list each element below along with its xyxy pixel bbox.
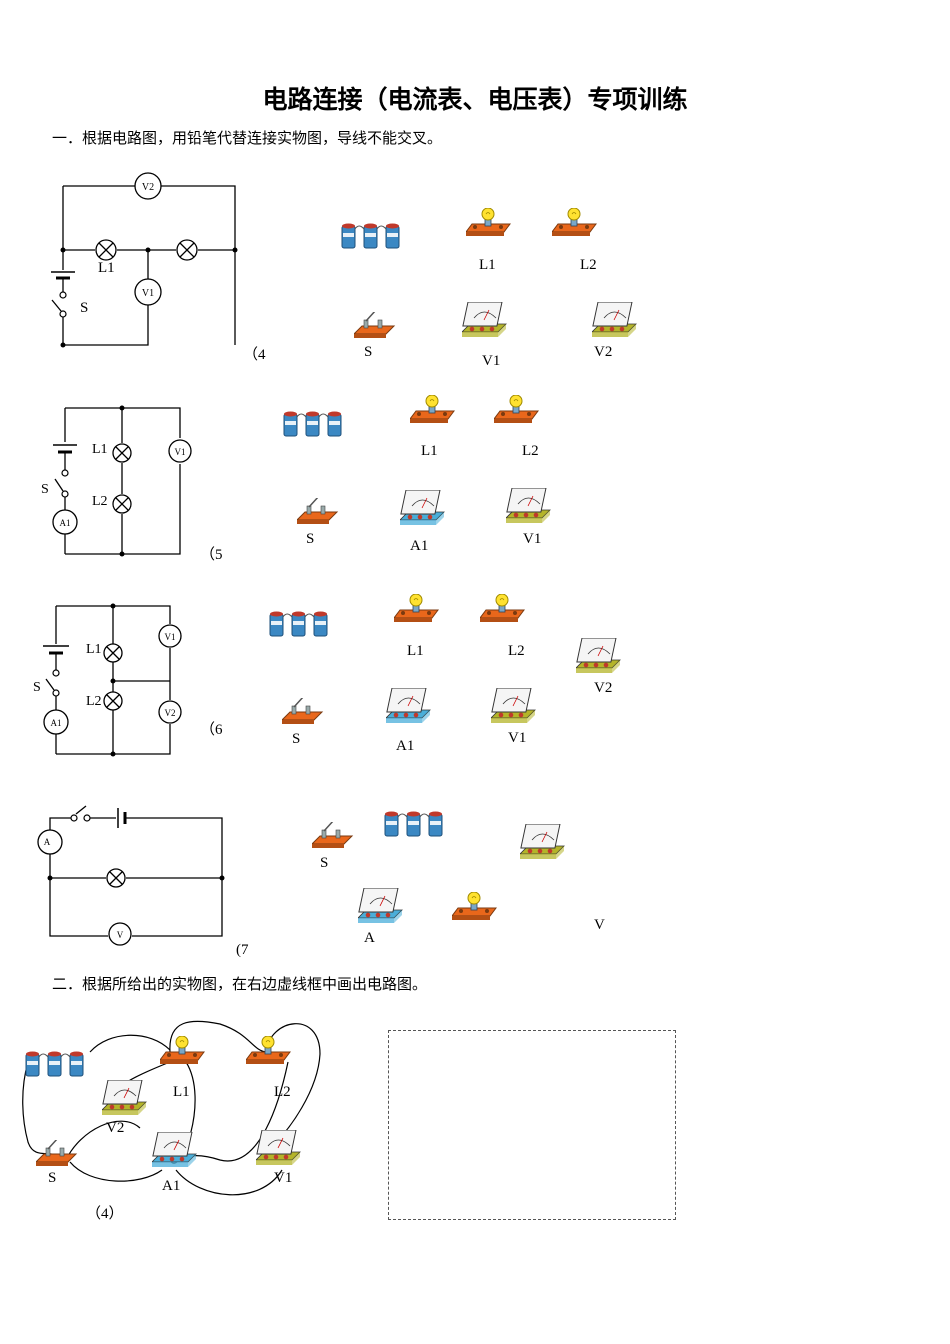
svg-text:V2: V2 <box>142 182 154 193</box>
problem-number-5: （5 <box>200 547 223 563</box>
diagram4-label-s: S <box>80 300 89 316</box>
diagram6-label-l1: L1 <box>86 642 102 657</box>
svg-text:A1: A1 <box>51 718 62 728</box>
part5-label-s: S <box>306 531 315 547</box>
bulb-l2-4[interactable] <box>552 208 600 240</box>
part2-label-a1: A1 <box>162 1178 181 1194</box>
bulb-l1-5[interactable] <box>410 395 458 427</box>
svg-text:V1: V1 <box>175 447 186 457</box>
circuit-diagram-4: V2 V1 <box>51 172 238 348</box>
svg-text:A1: A1 <box>60 518 71 528</box>
voltmeter-v2-4[interactable] <box>592 302 638 340</box>
battery-pack-4[interactable] <box>340 220 412 254</box>
part7-label-s: S <box>320 855 329 871</box>
bulb-l1-4[interactable] <box>466 208 514 240</box>
problem-number-6: （6 <box>200 722 223 738</box>
problem-number-4: （4 <box>243 347 266 363</box>
part2-label-v1: V1 <box>274 1170 293 1186</box>
part4-label-l2: L2 <box>580 257 597 273</box>
voltmeter-v1-part2[interactable] <box>256 1130 302 1168</box>
switch-7[interactable] <box>312 822 354 852</box>
svg-text:V2: V2 <box>165 708 176 718</box>
part5-label-l2: L2 <box>522 443 539 459</box>
bulb-7[interactable] <box>452 892 500 924</box>
problem-number-part2: （4） <box>86 1206 124 1222</box>
voltmeter-v2-symbol <box>134 172 162 200</box>
ammeter-a1-part2[interactable] <box>152 1132 198 1170</box>
part5-label-v1: V1 <box>523 531 542 547</box>
part6-label-l1: L1 <box>407 643 424 659</box>
part5-label-a1: A1 <box>410 538 429 554</box>
part6-label-l2: L2 <box>508 643 525 659</box>
voltmeter-v1-5[interactable] <box>506 488 552 526</box>
part2-label-l1: L1 <box>173 1084 190 1100</box>
ammeter-7[interactable] <box>358 888 404 926</box>
part2-label-l2: L2 <box>274 1084 291 1100</box>
ammeter-a1-6[interactable] <box>386 688 432 726</box>
part6-label-a1: A1 <box>396 738 415 754</box>
voltmeter-v1-4[interactable] <box>462 302 508 340</box>
part4-label-v2: V2 <box>594 344 613 360</box>
section-1-instruction: 一．根据电路图，用铅笔代替连接实物图，导线不能交叉。 <box>52 129 443 147</box>
problem-number-7: (7 <box>236 942 249 958</box>
circuit-diagram-7: A V <box>37 805 225 946</box>
section-2-instruction: 二．根据所给出的实物图，在右边虚线框中画出电路图。 <box>52 975 428 993</box>
diagram5-label-s: S <box>41 482 49 497</box>
switch-5[interactable] <box>297 498 339 528</box>
circuit-diagram-5: A1 V1 <box>52 405 192 557</box>
diagram5-label-l1: L1 <box>92 442 108 457</box>
voltmeter-v1-6[interactable] <box>491 688 537 726</box>
part5-label-l1: L1 <box>421 443 438 459</box>
switch-part2[interactable] <box>36 1140 78 1170</box>
bulb-l2-part2[interactable] <box>246 1036 294 1068</box>
part6-label-s: S <box>292 731 301 747</box>
svg-text:V1: V1 <box>165 632 176 642</box>
voltmeter-7[interactable] <box>520 824 566 862</box>
part7-label-v: V <box>594 917 605 933</box>
part4-label-l1: L1 <box>479 257 496 273</box>
bulb-l2-6[interactable] <box>480 594 528 626</box>
diagram6-label-s: S <box>33 680 41 695</box>
voltmeter-v2-part2[interactable] <box>102 1080 148 1118</box>
part2-label-v2: V2 <box>106 1120 125 1136</box>
part4-label-v1: V1 <box>482 353 501 369</box>
battery-pack-7[interactable] <box>383 808 455 842</box>
svg-text:V1: V1 <box>142 288 154 299</box>
battery-pack-5[interactable] <box>282 408 354 442</box>
answer-drawing-box[interactable] <box>388 1030 676 1220</box>
bulb-l1-6[interactable] <box>394 594 442 626</box>
part6-label-v1: V1 <box>508 730 527 746</box>
diagram4-label-l1: L1 <box>98 260 115 276</box>
bulb-l1-part2[interactable] <box>160 1036 208 1068</box>
part7-label-a: A <box>364 930 375 946</box>
page-title: 电路连接（电流表、电压表）专项训练 <box>262 85 688 114</box>
diagram6-label-l2: L2 <box>86 694 102 709</box>
bulb-l2-5[interactable] <box>494 395 542 427</box>
battery-pack-part2[interactable] <box>24 1048 96 1082</box>
part2-label-s: S <box>48 1170 57 1186</box>
battery-pack-6[interactable] <box>268 608 340 642</box>
circuit-diagram-6: A1 V1 V2 <box>43 603 182 757</box>
diagram5-label-l2: L2 <box>92 494 108 509</box>
ammeter-a1-5[interactable] <box>400 490 446 528</box>
svg-text:V: V <box>117 930 124 940</box>
switch-4[interactable] <box>354 312 396 342</box>
svg-text:A: A <box>44 837 51 847</box>
switch-6[interactable] <box>282 698 324 728</box>
part6-label-v2: V2 <box>594 680 613 696</box>
voltmeter-v2-6[interactable] <box>576 638 622 676</box>
part4-label-s: S <box>364 344 373 360</box>
